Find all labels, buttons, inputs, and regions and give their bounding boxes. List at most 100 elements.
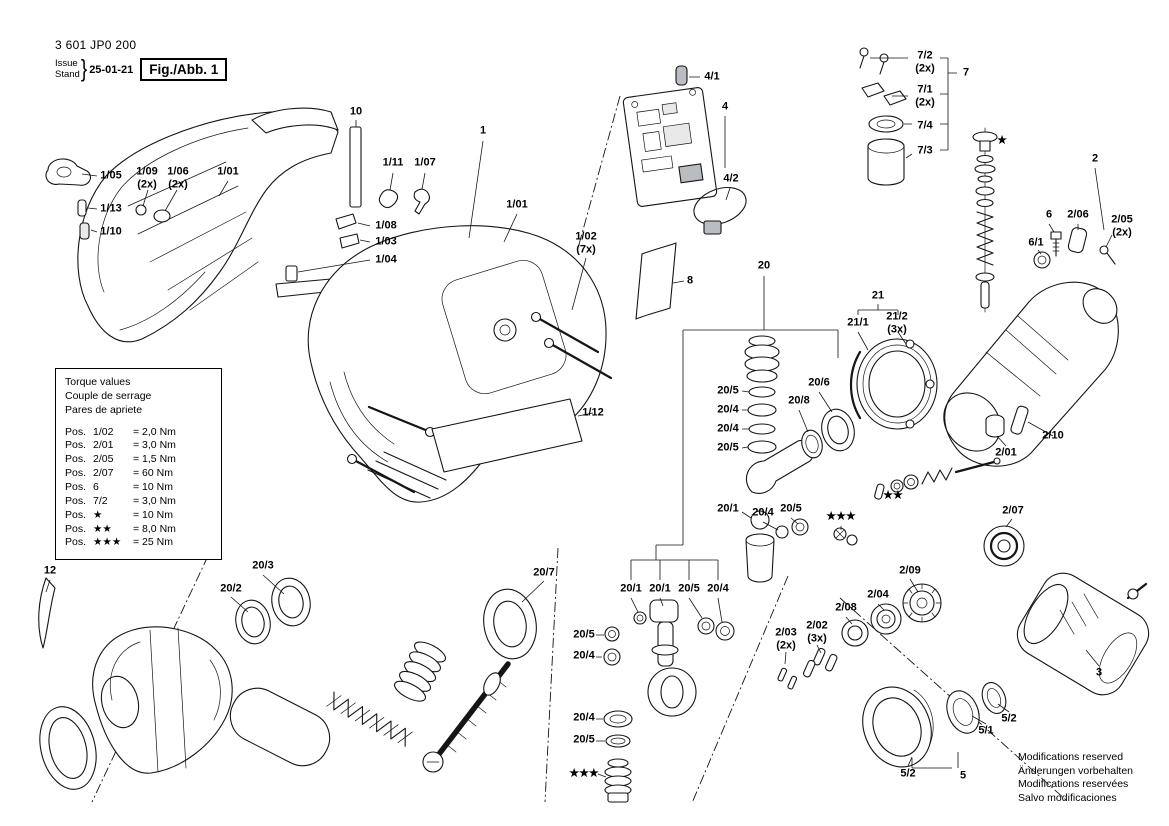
part-label: 1/04 <box>375 253 397 266</box>
torque-row: Pos.2/01= 3,0 Nm <box>65 439 176 452</box>
part-label: 8 <box>686 274 694 287</box>
part-label: 20/2 <box>220 582 242 595</box>
part-label: 1/06 (2x) <box>167 165 189 190</box>
fastener-set-7 <box>859 47 957 186</box>
part-label: 20/6 <box>808 376 830 389</box>
torque-row: Pos.2/07= 60 Nm <box>65 467 173 480</box>
cap-2-01 <box>985 414 1005 438</box>
header: 3 601 JP0 200 Issue Stand } 25-01-21 Fig… <box>55 38 228 82</box>
part-label: 2/07 <box>1002 504 1024 517</box>
part-label: 12 <box>43 564 57 577</box>
part-label: 5/2 <box>1001 712 1017 725</box>
part-label: 4/1 <box>704 70 720 83</box>
sliver-12 <box>38 577 56 649</box>
part-label: 20/5 <box>573 628 595 641</box>
part-label: 1/03 <box>375 235 397 248</box>
part-label: 20/7 <box>533 566 555 579</box>
part-label: 7/4 <box>917 119 933 132</box>
part-label: 20/5 <box>780 502 802 515</box>
part-label: 2/01 <box>995 446 1017 459</box>
rubber-bellows <box>393 641 447 702</box>
part-label: 20/8 <box>788 394 810 407</box>
torque-row: Pos.1/02= 2,0 Nm <box>65 425 176 438</box>
part-label: 1/01 <box>506 198 528 211</box>
torque-row: Pos.★★= 8,0 Nm <box>65 522 176 535</box>
part-label: 20/4 <box>717 422 739 435</box>
part-label: 2/09 <box>899 564 921 577</box>
part-label: 20/5 <box>717 441 739 454</box>
part-label: 7/3 <box>917 144 933 157</box>
strip-part-10 <box>349 126 362 208</box>
torque-title-es: Pares de apriete <box>65 403 143 416</box>
modifications-line-de: Änderungen vorbehalten <box>1018 764 1134 777</box>
part-label: 20/4 <box>707 582 729 595</box>
part-label: 5 <box>959 769 967 782</box>
housing-screws <box>346 311 613 494</box>
part-label: 20/5 <box>573 733 595 746</box>
motor-3 <box>1016 572 1150 696</box>
part-label: 20/4 <box>573 711 595 724</box>
part-label: 2/03 (2x) <box>775 626 797 651</box>
part-label: 20/3 <box>252 559 274 572</box>
part-label: ★★★ <box>569 767 599 780</box>
modifications-line-en: Modifications reserved <box>1018 751 1124 763</box>
leader-lines <box>45 76 1113 767</box>
part-label: 1/07 <box>414 156 436 169</box>
label-plate-1-12 <box>431 398 583 473</box>
part-label: 1/12 <box>582 406 604 419</box>
part-label: 2/05 (2x) <box>1111 213 1133 238</box>
torque-title-fr: Couple de serrage <box>65 389 152 402</box>
part-label: 1 <box>479 124 487 137</box>
spindle <box>422 661 511 773</box>
part-label: 6/1 <box>1028 236 1044 249</box>
part-label: 20/1 <box>649 582 671 595</box>
clutch-motor-group <box>777 572 1150 769</box>
issue-date: 25-01-21 <box>89 63 134 76</box>
part-label: 20 <box>757 259 771 272</box>
part-label: 21/2 (3x) <box>886 310 908 335</box>
housing-shell-left <box>77 107 339 343</box>
part-label: 20/4 <box>573 649 595 662</box>
part-label: 20/4 <box>752 506 774 519</box>
part-number: 3 601 JP0 200 <box>55 38 137 52</box>
torque-row: Pos.2/05= 1,5 Nm <box>65 453 176 466</box>
part-label: 2 <box>1091 152 1099 165</box>
wire-loop-4-2 <box>693 186 747 226</box>
modifications-note: Modifications reserved Änderungen vorbeh… <box>1018 751 1133 806</box>
issue-label: Issue <box>55 58 78 70</box>
torque-row: Pos.7/2= 3,0 Nm <box>65 494 176 507</box>
impact-mechanism <box>38 577 537 790</box>
part-label: 6 <box>1045 208 1053 221</box>
issue-stand-label: Issue Stand <box>55 58 80 80</box>
part-label: 1/01 <box>217 165 239 178</box>
valve-stack <box>972 127 998 313</box>
part-label: 7/2 (2x) <box>915 49 935 74</box>
part-label: 2/04 <box>867 588 889 601</box>
part-label: 10 <box>349 105 363 118</box>
coil-spring <box>326 691 413 747</box>
part-label: 2/06 <box>1067 208 1089 221</box>
part-label: 7/1 (2x) <box>915 83 935 108</box>
capacitor-4-1 <box>675 65 688 86</box>
torque-row: Pos.★★★= 25 Nm <box>65 536 173 549</box>
part-label: 21/1 <box>847 316 869 329</box>
part-label: 5/2 <box>900 767 916 780</box>
torque-title-en: Torque values <box>65 376 131 388</box>
part-label: 2/02 (3x) <box>806 619 828 644</box>
part-label: 5/1 <box>978 724 994 737</box>
modifications-line-fr: Modifications reservées <box>1018 778 1129 791</box>
bearing-2-07 <box>983 525 1025 567</box>
figure-label: Fig./Abb. 1 <box>140 58 228 81</box>
part-label: 1/05 <box>100 169 122 182</box>
torque-row: Pos.★= 10 Nm <box>65 508 173 521</box>
part-label: 20/1 <box>717 502 739 515</box>
part-label: ★ <box>997 134 1007 147</box>
part-label: ★★★ <box>826 510 856 523</box>
torque-titles: Torque values Couple de serrage Pares de… <box>65 376 213 418</box>
torque-values-box: Torque values Couple de serrage Pares de… <box>55 368 222 561</box>
part-label: 4 <box>721 100 729 113</box>
stand-label: Stand <box>55 68 80 80</box>
part-label: 1/08 <box>375 219 397 232</box>
